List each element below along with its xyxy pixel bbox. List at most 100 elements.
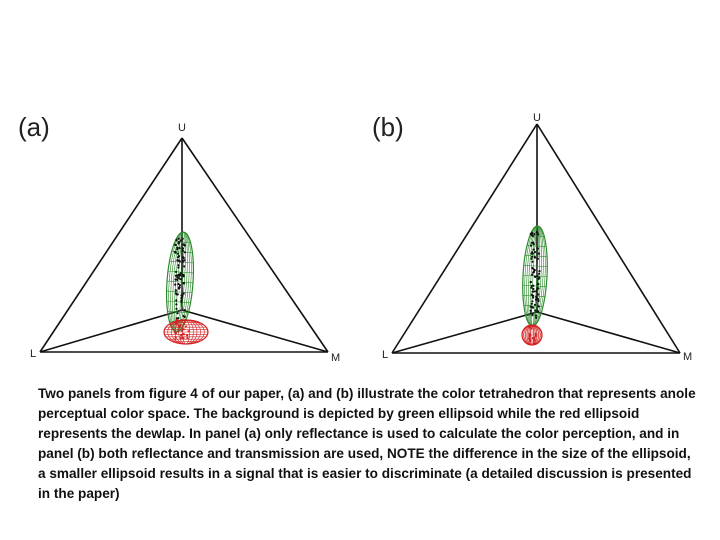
- a-black-point: [177, 242, 180, 245]
- a-black-point: [173, 250, 177, 253]
- b-black-point: [531, 290, 534, 293]
- a-black-point: [176, 256, 180, 259]
- a-black-point: [174, 243, 177, 247]
- b-black-point: [537, 252, 541, 255]
- b-black-point: [536, 274, 539, 278]
- b-black-point: [530, 241, 534, 244]
- b-black-point: [529, 309, 532, 312]
- b-black-point: [530, 244, 533, 247]
- a-black-point: [182, 243, 185, 246]
- b-black-point: [538, 270, 541, 273]
- a-black-point: [175, 303, 178, 306]
- b-black-point: [533, 251, 537, 254]
- a-black-point: [181, 247, 184, 250]
- a-black-point: [181, 237, 184, 240]
- b-black-point: [535, 296, 538, 299]
- a-black-point: [176, 278, 179, 281]
- b-green-parallel: [525, 255, 548, 257]
- b-black-point: [537, 293, 540, 296]
- b-black-point: [536, 247, 540, 250]
- b-black-point: [529, 232, 532, 235]
- a-black-point: [183, 309, 186, 312]
- panel-a-vertex-m: M: [331, 352, 340, 364]
- panel-b-vertex-u: U: [533, 112, 541, 124]
- a-black-point: [174, 274, 177, 277]
- b-black-point: [538, 276, 541, 279]
- b-black-point: [537, 283, 540, 286]
- panel-a-edge-l-center: [39, 309, 183, 353]
- b-green-parallel: [523, 265, 548, 267]
- panel-a-red-ellipsoid: [163, 319, 209, 345]
- panel-b-edge-m-center: [536, 311, 681, 354]
- b-green-parallel: [525, 315, 541, 317]
- a-black-point: [175, 238, 178, 242]
- a-black-point: [178, 277, 181, 280]
- a-black-point: [176, 312, 179, 315]
- a-black-point: [180, 297, 183, 300]
- a-black-point: [174, 283, 177, 286]
- b-black-point: [533, 233, 536, 236]
- a-black-point: [176, 248, 179, 251]
- panel-b-label: (b): [372, 112, 404, 142]
- a-black-point: [183, 265, 186, 268]
- panel-a-edge-m-center: [181, 309, 329, 353]
- a-black-point: [176, 293, 179, 296]
- a-black-point: [178, 284, 181, 287]
- b-black-point: [530, 286, 533, 289]
- b-black-point: [536, 257, 540, 260]
- a-green-parallel: [167, 270, 194, 274]
- a-black-point: [182, 256, 185, 259]
- a-red-point: [186, 337, 189, 340]
- panel-a-vertex-u: U: [178, 122, 186, 134]
- b-black-point: [532, 271, 535, 274]
- b-black-point: [537, 299, 540, 303]
- b-black-point: [535, 316, 538, 319]
- a-black-point: [174, 278, 177, 281]
- a-black-point: [178, 286, 181, 289]
- panel-b-red-ellipsoid: [521, 324, 543, 346]
- a-green-parallel: [167, 310, 189, 313]
- a-red-point: [186, 334, 189, 337]
- panel-a-tetrahedron: [39, 137, 329, 353]
- a-black-point: [177, 237, 180, 240]
- b-black-point: [531, 251, 534, 254]
- a-black-point: [181, 294, 184, 297]
- a-green-parallel: [167, 280, 193, 284]
- b-black-point: [534, 309, 537, 312]
- a-black-point: [177, 264, 180, 267]
- a-black-point: [174, 289, 177, 292]
- panel-b-edge-l-center: [391, 311, 538, 354]
- panel-b-vertex-l: L: [382, 349, 388, 361]
- b-black-point: [537, 272, 541, 275]
- a-black-point: [182, 314, 185, 317]
- a-black-point: [175, 270, 178, 273]
- tetrahedron-figure: (a) U L M (b) U L M: [18, 112, 692, 364]
- a-black-point: [183, 282, 186, 285]
- b-black-point: [532, 296, 535, 299]
- b-black-point: [536, 288, 539, 291]
- panel-a: (a) U L M: [18, 112, 340, 364]
- b-black-point: [533, 256, 536, 259]
- b-black-point: [532, 287, 535, 290]
- panel-b-data-points: [528, 231, 541, 345]
- b-black-point: [535, 290, 538, 293]
- b-black-point: [533, 275, 537, 278]
- b-black-point: [530, 257, 533, 260]
- a-black-point: [175, 307, 178, 310]
- b-green-parallel: [523, 305, 544, 307]
- panel-b-edge-u-m: [536, 123, 681, 354]
- a-black-point: [178, 247, 181, 250]
- a-black-point: [181, 274, 184, 277]
- b-black-point: [531, 300, 534, 303]
- b-black-point: [529, 312, 533, 315]
- b-black-point: [534, 314, 538, 317]
- a-black-point: [177, 317, 180, 320]
- b-black-point: [537, 310, 540, 313]
- b-black-point: [529, 281, 532, 284]
- a-green-parallel: [166, 290, 193, 294]
- b-black-point: [536, 231, 539, 234]
- a-green-parallel: [166, 300, 191, 304]
- a-black-point: [175, 299, 178, 302]
- a-black-point: [177, 266, 180, 269]
- a-black-point: [183, 259, 186, 262]
